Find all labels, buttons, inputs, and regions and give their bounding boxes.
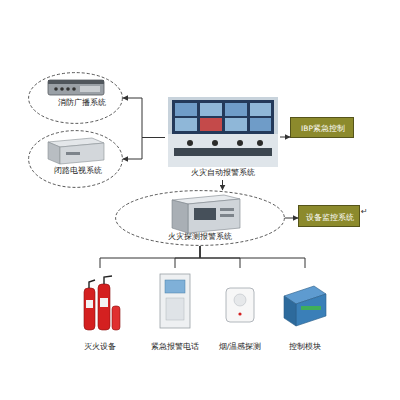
control-room-illustration xyxy=(168,97,278,167)
connector-line xyxy=(200,246,240,268)
extinguisher-illustration xyxy=(84,276,120,330)
operator xyxy=(212,140,218,146)
device-node: 紧急报警电话 xyxy=(145,268,205,352)
node-label: 火灾自动报警系统 xyxy=(165,168,280,177)
operator xyxy=(187,140,193,146)
screen xyxy=(225,118,247,131)
connector-line xyxy=(123,138,165,160)
cctv-front xyxy=(60,143,104,164)
mixer-knob xyxy=(66,87,70,91)
extinguisher-tag xyxy=(86,300,93,308)
module-terminal xyxy=(301,306,321,310)
video-wall xyxy=(172,100,274,134)
control-module-illustration xyxy=(284,286,326,326)
ellipse-shape xyxy=(29,131,123,188)
connector-line xyxy=(123,98,165,138)
extinguisher-nozzle xyxy=(89,276,112,288)
node-label: 控制模块 xyxy=(275,342,335,351)
unit-slot xyxy=(220,214,234,217)
console-desk xyxy=(174,148,272,156)
screen xyxy=(200,103,222,116)
unit-side xyxy=(172,200,188,233)
unit-front xyxy=(188,199,240,233)
cctv-slot xyxy=(66,152,80,155)
ellipse-outline xyxy=(28,130,123,188)
cctv-side xyxy=(48,142,60,164)
system-image-node: 火灾自动报警系统 xyxy=(165,95,280,180)
screen xyxy=(250,118,271,131)
detector-sensor xyxy=(234,294,246,306)
room-floor xyxy=(168,134,278,167)
detector-illustration xyxy=(226,288,254,322)
detector-body xyxy=(226,288,254,322)
mixer-body xyxy=(48,80,104,95)
paragraph-mark: ↵ xyxy=(361,207,368,216)
extinguisher-cylinder xyxy=(98,284,110,330)
node-label: 设备监控系统 xyxy=(299,213,361,222)
connector-line xyxy=(222,180,223,190)
node-label: 闭路电视系统 xyxy=(46,166,110,175)
device-node: 灭火设备 xyxy=(70,268,130,352)
operator xyxy=(237,140,243,146)
node-label: 消防广播系统 xyxy=(50,98,114,107)
mixer-knob xyxy=(72,87,76,91)
panel-keypad xyxy=(166,298,184,320)
connector-line xyxy=(200,246,305,268)
device-node: 控制模块 xyxy=(275,268,335,352)
ellipse-shape xyxy=(116,191,285,246)
panel-screen xyxy=(165,280,185,293)
panel-body xyxy=(160,274,190,328)
module-front xyxy=(296,294,326,326)
extinguisher-tag xyxy=(100,298,108,307)
screen xyxy=(200,118,222,131)
connector-line xyxy=(285,218,298,219)
screen xyxy=(175,103,197,116)
room-background xyxy=(168,97,278,167)
mixer-top xyxy=(48,80,104,84)
node-label: 紧急报警电话 xyxy=(145,342,205,351)
ellipse-shape xyxy=(29,73,123,124)
connector-line xyxy=(280,137,290,138)
mixer-knob xyxy=(54,87,58,91)
node-label: IBP紧急控制 xyxy=(291,124,355,133)
mixer-knob xyxy=(60,87,64,91)
connector-line xyxy=(100,246,200,268)
extinguisher-cylinder xyxy=(112,306,120,330)
detector-led xyxy=(238,312,241,315)
control-box: 设备监控系统 xyxy=(298,205,360,227)
connector-line xyxy=(175,246,200,268)
subsystem-ellipse: 闭路电视系统 xyxy=(28,130,123,188)
extinguisher-cylinder xyxy=(84,288,95,330)
node-label: 灭火设备 xyxy=(70,342,130,351)
module-side xyxy=(284,296,296,326)
subsystem-ellipse: 火灾探测报警系统 xyxy=(115,190,285,246)
subsystem-ellipse: 消防广播系统 xyxy=(28,72,123,124)
unit-slot xyxy=(220,208,234,211)
control-box: IBP紧急控制 xyxy=(290,117,354,138)
screen xyxy=(250,103,271,116)
unit-panel xyxy=(194,208,216,220)
screen xyxy=(225,103,247,116)
detection-unit-illustration xyxy=(172,195,240,233)
phone-panel-illustration xyxy=(160,274,190,328)
operator xyxy=(257,140,263,146)
node-label: 烟/温感探测 xyxy=(210,342,270,351)
node-label: 火灾探测报警系统 xyxy=(155,232,245,241)
broadcast-mixer-illustration xyxy=(48,80,104,95)
device-node: 烟/温感探测 xyxy=(210,268,270,352)
screen xyxy=(175,118,197,131)
mixer-panel xyxy=(80,86,100,92)
cctv-box-illustration xyxy=(48,138,104,164)
